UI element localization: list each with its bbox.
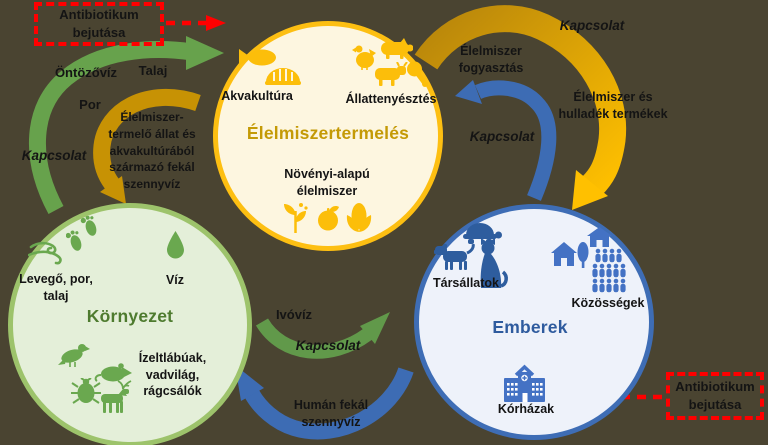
plant-food-label: Növényi-alapú élelmiszer: [284, 167, 370, 198]
aquaculture-label: Akvakultúra: [221, 89, 293, 103]
fish-icon: [238, 45, 278, 70]
kapcsolat-people-food-label: Kapcsolat: [469, 129, 535, 144]
antibiotic-alert-top: Antibiotikum bejutása: [34, 2, 164, 46]
apple-icon: [316, 204, 341, 231]
wildlife-label: Ízeltlábúak, vadvilág, rágcsálók: [138, 351, 207, 398]
people-to-env-arrow: [235, 365, 414, 440]
hospitals-label: Kórházak: [497, 402, 555, 416]
food-to-env-arrow: [93, 88, 201, 204]
food-to-people-arrow: [414, 5, 627, 210]
livestock-label: Állattenyésztés: [345, 92, 437, 106]
env-to-people-arrow: [255, 312, 390, 359]
food-circle-title: Élelmiszertermelés: [246, 123, 410, 143]
dust-label: Por: [79, 97, 101, 112]
water-drop-icon: [165, 231, 186, 259]
drumstick-icon: [406, 60, 428, 88]
fish-fillet-icon: [264, 63, 302, 86]
communities-label: Közösségek: [571, 296, 645, 310]
pig-icon: [380, 37, 413, 59]
drinking-water-label: Ivóvíz: [275, 307, 313, 322]
chicken-icon: [352, 44, 376, 70]
antibiotic-alert-bottom: Antibiotikum bejutása: [666, 372, 764, 420]
footprints-icon: [66, 216, 100, 254]
kapcsolat-food-people-label: Kapcsolat: [559, 18, 625, 33]
corn-icon: [346, 202, 372, 233]
hospital-icon: [502, 364, 547, 402]
dog-icon: [434, 244, 480, 270]
kapcsolat-env-people-label: Kapcsolat: [295, 338, 361, 353]
cat-icon: [477, 238, 510, 288]
food-consumption-label: Élelmiszer fogyasztás: [458, 44, 524, 75]
people-circle-title: Emberek: [492, 317, 568, 337]
seedling-icon: [282, 202, 309, 233]
house-icon: [586, 226, 613, 248]
wind-icon: [28, 238, 66, 265]
food-waste-products-label: Élelmiszer és hulladék termékek: [558, 90, 668, 121]
water-label: Víz: [165, 273, 185, 287]
deer-icon: [98, 380, 134, 414]
cow-icon: [374, 62, 408, 86]
people-to-food-arrow: [455, 80, 557, 201]
pets-label: Társállatok: [432, 276, 499, 290]
turtle-icon: [460, 220, 502, 246]
human-fecal-label: Humán fekál szennyvíz: [293, 398, 369, 429]
irrigation-water-label: Öntözővíz: [54, 65, 118, 80]
soil-label: Talaj: [138, 63, 168, 78]
crowd-icon: [592, 248, 628, 294]
kapcsolat-env-food-label: Kapcsolat: [21, 148, 87, 163]
bird-icon: [58, 341, 90, 367]
food-animal-waste-label: Élelmiszer- termelő állat és akvakultúrá…: [108, 110, 196, 192]
rodent-icon: [94, 362, 132, 383]
beetle-icon: [70, 378, 102, 404]
air-dust-soil-label: Levegő, por, talaj: [19, 272, 93, 303]
env-to-food-arrow: [28, 36, 224, 215]
house-tree-icon: [548, 238, 590, 268]
environment-circle-title: Környezet: [86, 306, 174, 326]
antibiotic-arrow-top: [166, 15, 226, 31]
